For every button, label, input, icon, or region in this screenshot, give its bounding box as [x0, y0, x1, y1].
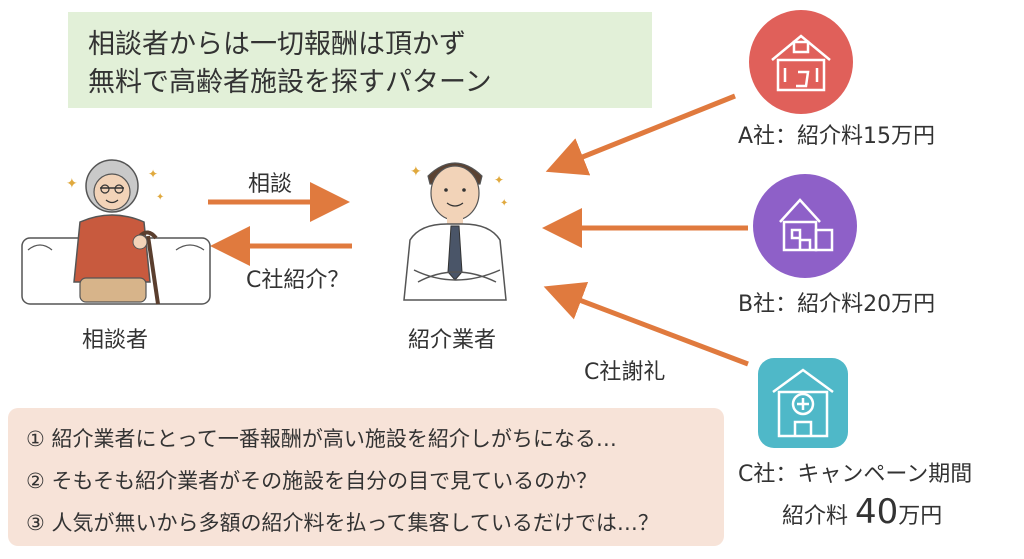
facility-c-fee-prefix: 紹介料 [782, 504, 849, 529]
broker-label: 紹介業者 [408, 328, 497, 353]
arrow-thanks-label: C社謝礼 [584, 360, 666, 385]
facility-b-badge [753, 174, 857, 278]
svg-text:✦: ✦ [148, 167, 158, 181]
house-icon [779, 198, 834, 252]
svg-text:✦: ✦ [66, 176, 78, 192]
elderly-person-illustration: ✦ ✦ ✦ [21, 159, 211, 305]
facility-c-fee-number: 40 [855, 492, 899, 532]
note-1: ① 紹介業者にとって一番報酬が高い施設を紹介しがちになる… [26, 427, 617, 451]
facility-c-fee: 紹介料 40万円 [782, 492, 942, 532]
hospital-icon [772, 368, 834, 438]
note-3: ③ 人気が無いから多額の紹介料を払って集客しているだけでは…？ [26, 511, 659, 535]
notes-box: ① 紹介業者にとって一番報酬が高い施設を紹介しがちになる… ② そもそも紹介業者… [8, 408, 724, 546]
arrow-suggest-label: C社紹介？ [246, 268, 350, 293]
facility-a-label: A社：紹介料15万円 [738, 124, 936, 149]
svg-text:✦: ✦ [410, 164, 422, 180]
facility-c-badge [758, 358, 848, 448]
facility-a-badge [749, 10, 853, 114]
facility-c-label: C社：キャンペーン期間 [738, 462, 973, 487]
title-box: 相談者からは一切報酬は頂かず 無料で高齢者施設を探すパターン [68, 12, 652, 108]
nursing-home-icon [771, 34, 831, 92]
svg-text:✦: ✦ [156, 192, 164, 203]
broker-illustration: ✦ ✦ ✦ [403, 162, 508, 301]
title-line-2: 無料で高齢者施設を探すパターン [88, 67, 492, 98]
arrow-consult-label: 相談 [248, 172, 293, 197]
title-line-1: 相談者からは一切報酬は頂かず [88, 29, 466, 60]
facility-c-fee-suffix: 万円 [898, 504, 943, 529]
arrow-from-a [545, 93, 736, 176]
consultant-label: 相談者 [82, 328, 149, 353]
arrow-from-c [543, 281, 749, 367]
facility-b-label: B社：紹介料20万円 [738, 292, 936, 317]
svg-text:✦: ✦ [494, 173, 504, 187]
note-2: ② そもそも紹介業者がその施設を自分の目で見ているのか？ [26, 469, 598, 493]
svg-text:✦: ✦ [500, 198, 508, 209]
